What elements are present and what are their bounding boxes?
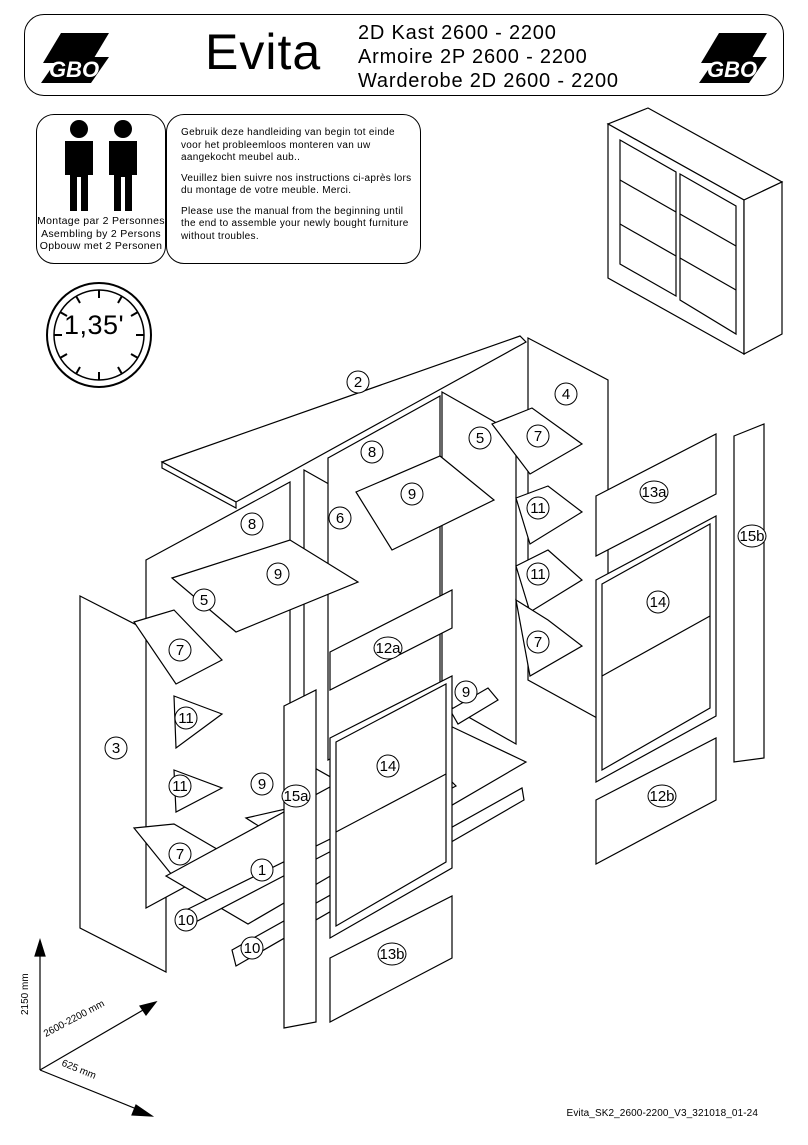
svg-text:11: 11 <box>530 566 546 583</box>
clock-icon <box>46 282 152 388</box>
svg-text:12a: 12a <box>375 640 401 657</box>
part-label-14a: 14 <box>376 754 400 778</box>
part-label-13b: 13b <box>377 942 407 966</box>
svg-text:14: 14 <box>650 594 667 611</box>
part-label-9b: 9 <box>400 482 424 506</box>
svg-text:9: 9 <box>258 776 266 793</box>
part-label-4: 4 <box>554 382 578 406</box>
intro-nl: Gebruik deze handleiding van begin tot e… <box>181 127 395 163</box>
svg-text:7: 7 <box>534 634 542 651</box>
svg-text:5: 5 <box>200 592 208 609</box>
svg-text:3: 3 <box>112 740 120 757</box>
part-label-12a: 12a <box>373 636 403 660</box>
part-label-9c: 9 <box>250 772 274 796</box>
title-fr: Armoire 2P 2600 - 2200 <box>358 46 588 68</box>
svg-text:1: 1 <box>258 862 266 879</box>
svg-text:8: 8 <box>248 516 256 533</box>
persons-box: Montage par 2 Personnes Asembling by 2 P… <box>36 114 166 264</box>
part-label-12b: 12b <box>647 784 677 808</box>
part-label-10a: 10 <box>174 908 198 932</box>
clock-time-label: 1,35' <box>64 310 125 340</box>
svg-text:10: 10 <box>178 912 195 929</box>
brand-name: Evita <box>205 24 322 80</box>
part-label-5a: 5 <box>192 588 216 612</box>
part-label-8b: 8 <box>360 440 384 464</box>
part-label-5b: 5 <box>468 426 492 450</box>
svg-text:11: 11 <box>172 778 188 795</box>
persons-en: Asembling by 2 Persons <box>41 227 161 240</box>
title-en: Warderobe 2D 2600 - 2200 <box>358 70 619 92</box>
persons-caption: Montage par 2 Personnes Asembling by 2 P… <box>37 215 165 253</box>
svg-text:9: 9 <box>274 566 282 583</box>
part-label-7a: 7 <box>168 638 192 662</box>
svg-text:13b: 13b <box>379 946 404 963</box>
intro-fr: Veuillez bien suivre nos instructions ci… <box>181 172 412 197</box>
part-label-11a: 11 <box>174 706 198 730</box>
svg-text:15b: 15b <box>739 528 764 545</box>
svg-text:14: 14 <box>380 758 397 775</box>
svg-text:9: 9 <box>462 684 470 701</box>
gbo-logo-left: GBO <box>41 33 109 83</box>
title-nl: 2D Kast 2600 - 2200 <box>358 22 557 44</box>
svg-text:9: 9 <box>408 486 416 503</box>
part-label-15a: 15a <box>281 784 311 808</box>
dimension-height: 2150 mm <box>20 973 31 1015</box>
part-label-7c: 7 <box>526 424 550 448</box>
intro-box: Gebruik deze handleiding van begin tot e… <box>166 114 421 264</box>
part-label-11c: 11 <box>526 496 550 520</box>
persons-nl: Opbouw met 2 Personen <box>39 240 163 252</box>
part-label-11d: 11 <box>526 562 550 586</box>
part-label-13a: 13a <box>639 480 669 504</box>
assembled-wardrobe-thumbnail <box>606 107 784 356</box>
svg-text:13a: 13a <box>641 484 667 501</box>
part-label-8a: 8 <box>240 512 264 536</box>
part-label-1: 1 <box>250 858 274 882</box>
product-titles: 2D Kast 2600 - 2200 Armoire 2P 2600 - 22… <box>358 21 619 93</box>
svg-text:4: 4 <box>562 386 570 403</box>
part-label-3: 3 <box>104 736 128 760</box>
svg-text:10: 10 <box>244 940 261 957</box>
intro-en: Please use the manual from the beginning… <box>181 205 409 242</box>
logo-text: GBO <box>49 57 99 82</box>
svg-text:8: 8 <box>368 444 376 461</box>
two-persons-icon <box>65 120 137 211</box>
part-label-6: 6 <box>328 506 352 530</box>
logo-text: GBO <box>707 57 757 82</box>
persons-fr: Montage par 2 Personnes <box>37 215 165 227</box>
part-label-14b: 14 <box>646 590 670 614</box>
svg-text:7: 7 <box>176 642 184 659</box>
svg-text:11: 11 <box>530 500 546 517</box>
svg-text:7: 7 <box>176 846 184 863</box>
document-code: Evita_SK2_2600-2200_V3_321018_01-24 <box>566 1108 758 1119</box>
svg-text:11: 11 <box>178 710 194 727</box>
svg-text:6: 6 <box>336 510 344 527</box>
part-label-15b: 15b <box>737 524 767 548</box>
part-label-11b: 11 <box>168 774 192 798</box>
svg-text:12b: 12b <box>649 788 674 805</box>
header-box: GBO Evita 2D Kast 2600 - 2200 Armoire 2P… <box>24 14 784 96</box>
svg-text:5: 5 <box>476 430 484 447</box>
part-label-7b: 7 <box>168 842 192 866</box>
part-label-9a: 9 <box>266 562 290 586</box>
part-label-10b: 10 <box>240 936 264 960</box>
svg-text:15a: 15a <box>283 788 309 805</box>
part-label-9d: 9 <box>454 680 478 704</box>
svg-text:7: 7 <box>534 428 542 445</box>
svg-text:2: 2 <box>354 374 362 391</box>
part-label-7d: 7 <box>526 630 550 654</box>
gbo-logo-right: GBO <box>699 33 767 83</box>
part-label-2: 2 <box>346 370 370 394</box>
